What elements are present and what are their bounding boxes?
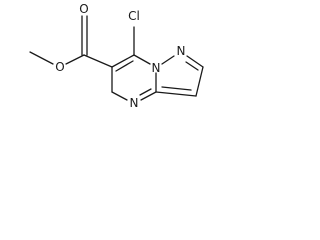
- chemical-structure-diagram: Cl O O N N N: [29, 2, 204, 110]
- bond-n2-c2-double: [185, 61, 199, 71]
- atom-labels: Cl O O N N N: [55, 2, 185, 110]
- atom-n4-label: N: [130, 96, 139, 110]
- bond-carbonyl-o-ester: [65, 54, 85, 65]
- bond-c2-c3: [195, 66, 204, 97]
- bond-c6-c7-double: [115, 60, 134, 72]
- bond-c6-carbonyl: [83, 54, 113, 68]
- bond-n4-c5: [111, 91, 128, 101]
- bond-c3-c3a-double: [161, 86, 192, 91]
- bond-n1-n2: [161, 55, 175, 65]
- bond-c7-n1: [133, 54, 151, 65]
- bonds: [29, 15, 204, 101]
- bond-c3-c3a: [155, 91, 197, 97]
- atom-n2-label: N: [177, 44, 186, 58]
- bond-c3a-n4-double: [139, 88, 152, 96]
- bond-c6-c7: [111, 54, 135, 68]
- atom-cl-label: Cl: [128, 9, 140, 23]
- bond-n2-c2: [186, 55, 204, 68]
- atom-o-ester-label: O: [55, 60, 64, 74]
- bond-c3a-n4: [140, 91, 157, 101]
- bond-o-methyl: [29, 51, 54, 65]
- atom-n1-label: N: [152, 61, 161, 75]
- atom-o-carbonyl-label: O: [79, 2, 88, 16]
